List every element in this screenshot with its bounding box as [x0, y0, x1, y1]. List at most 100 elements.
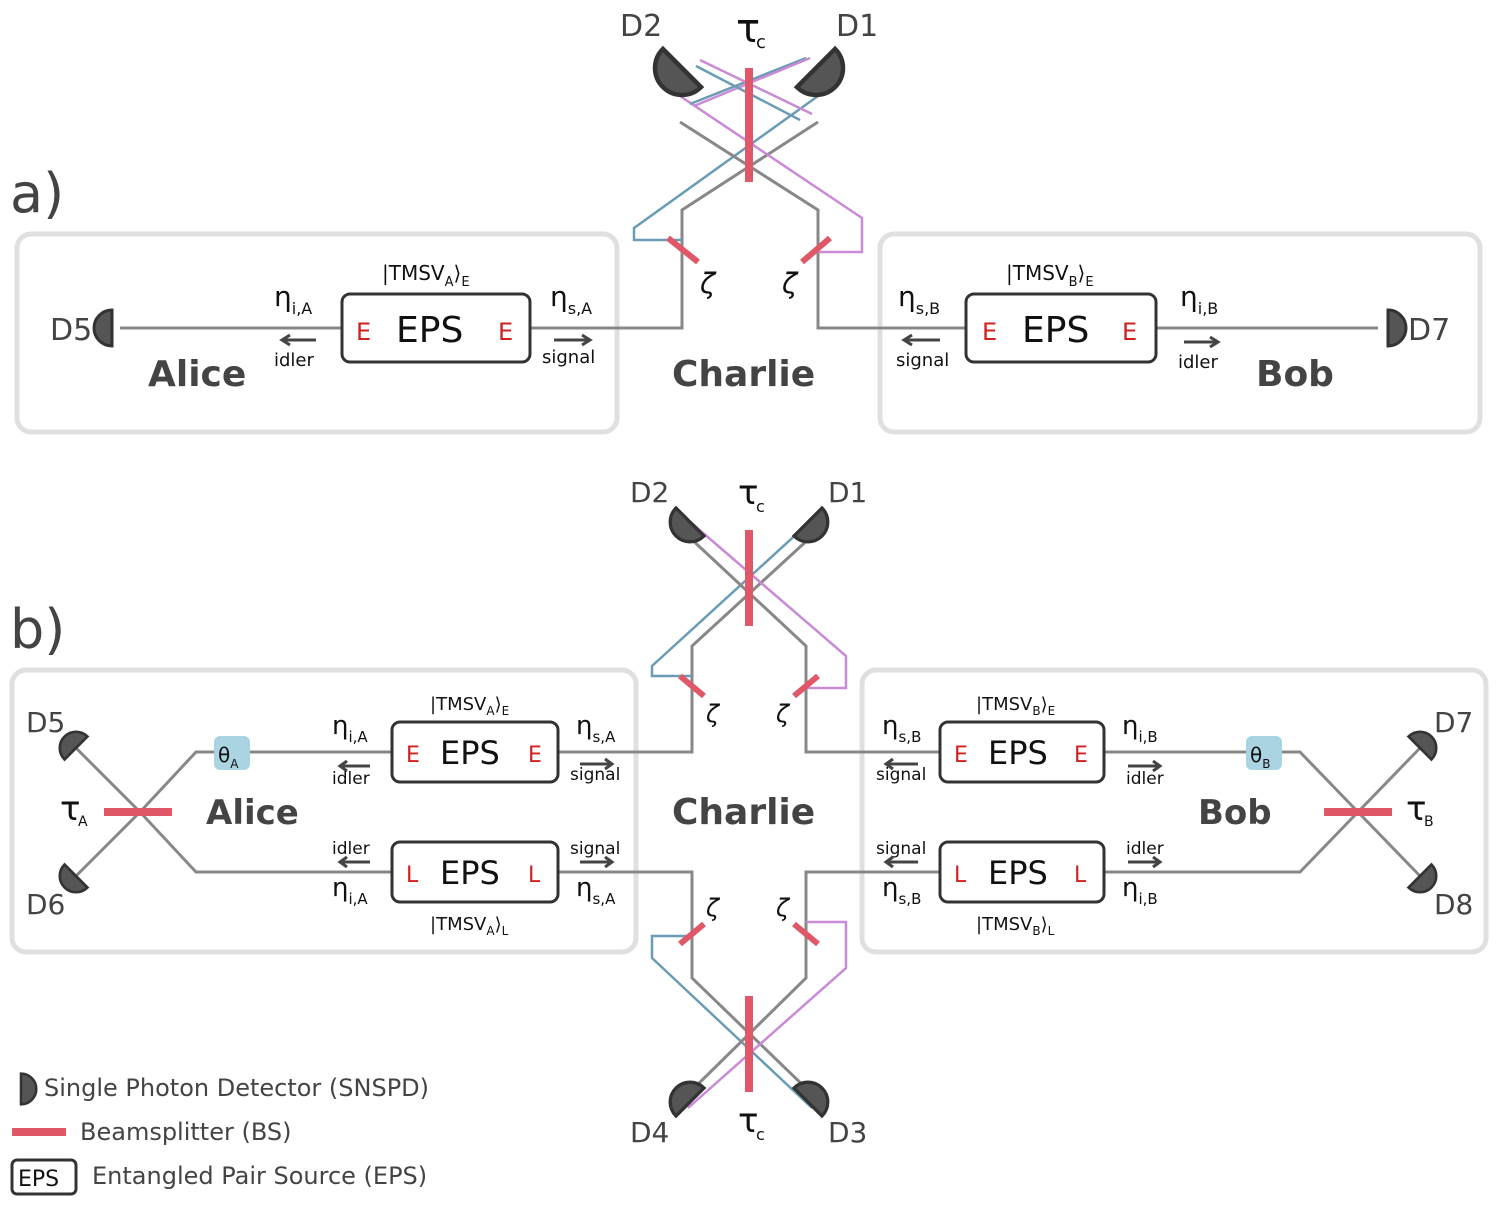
eps-bob-l-mode-right: L [1074, 863, 1087, 888]
idler-bob-a: idler [1178, 352, 1219, 373]
bob-signal-fiber-a [679, 120, 966, 330]
eps-alice-l-mode-left: L [406, 863, 419, 888]
charlie-label-b: Charlie [672, 792, 815, 833]
eps-bob-e-b [938, 720, 1106, 784]
alice-label-b: Alice [206, 793, 299, 833]
eps-bob-e-mode-right: E [1074, 743, 1088, 768]
d1-label-b: D1 [828, 476, 867, 509]
arrow-idler-bob-lower-b [1128, 855, 1163, 869]
eps-bob-l-label: EPS [988, 854, 1048, 892]
alice-reflect-fiber-a [632, 94, 819, 242]
zeta-bs-right-a [800, 235, 832, 265]
eps-bob-a-label: EPS [1022, 310, 1089, 351]
legend-detector-text: Single Photon Detector (SNSPD) [44, 1074, 429, 1102]
zeta-bs-ur-b [792, 673, 820, 699]
zeta-bs-ll-b [678, 921, 706, 947]
eps-alice-l-mode-right: L [528, 863, 541, 888]
tau-a-b: τ [60, 789, 80, 829]
tau-c-lower-b: τ [738, 1101, 758, 1141]
d6-label-b: D6 [26, 888, 65, 921]
eps-alice-a-mode-right: E [498, 318, 513, 346]
d5-label-a: D5 [50, 313, 92, 348]
zeta-right-a: ζ [781, 267, 799, 300]
legend-eps-text: Entangled Pair Source (EPS) [92, 1162, 427, 1190]
zeta-lr-b: ζ [775, 894, 791, 922]
legend-eps-icon [10, 1158, 78, 1196]
d7-label-b: D7 [1434, 706, 1473, 739]
arrow-idler-alice-upper-b [337, 759, 370, 773]
idler-alice-lower-b: idler [332, 839, 370, 859]
panel-b-label: b) [10, 598, 65, 661]
tmsv-alice-l-b: |TMSVA⟩L [430, 914, 509, 938]
eps-alice-a-mode-left: E [356, 318, 371, 346]
eta-iA-upper-b: ηi,A [332, 711, 368, 746]
arrow-idler-alice-a [279, 333, 316, 347]
signal-alice-upper-b: signal [570, 765, 620, 785]
theta-a-label: θA [218, 743, 239, 771]
panel-a-label: a) [10, 162, 64, 225]
idler-bob-lower-b: idler [1126, 839, 1164, 859]
tau-a-sub-b: A [78, 814, 88, 830]
tau-c-sub-a: c [756, 32, 766, 53]
signal-bob-a: signal [896, 350, 949, 371]
detector-d7-a [1386, 308, 1408, 348]
arrow-idler-alice-lower-b [337, 855, 370, 869]
d1-label-a: D1 [836, 9, 878, 44]
zeta-left-a: ζ [699, 267, 717, 300]
eta-iA-lower-b: ηi,A [332, 873, 368, 908]
tmsv-bob-e-b: |TMSVB⟩E [976, 694, 1055, 718]
eps-alice-a [340, 292, 532, 364]
tau-b-sub-b: B [1424, 814, 1434, 830]
bob-e-signal-fiber-b [686, 534, 940, 754]
tmsv-alice-a: |TMSVA⟩E [382, 261, 470, 290]
eps-bob-e-mode-left: E [954, 743, 968, 768]
alice-box-a [14, 231, 620, 435]
eps-alice-e-mode-left: E [406, 743, 420, 768]
bob-box-a [877, 231, 1483, 435]
alice-box-b [9, 667, 639, 955]
idler-alice-upper-b: idler [332, 769, 370, 789]
alice-upper-fiber-b [74, 746, 392, 815]
idler-bob-upper-b: idler [1126, 769, 1164, 789]
bob-e-reflect-fiber-b [687, 519, 848, 690]
eps-alice-e-mode-right: E [528, 743, 542, 768]
eps-bob-l-mode-left: L [954, 863, 967, 888]
tmsv-alice-e-b: |TMSVA⟩E [430, 694, 509, 718]
d3-label-b: D3 [828, 1116, 867, 1149]
fiber-d1-purple-a [699, 58, 813, 116]
idler-alice-a: idler [274, 350, 315, 371]
eps-alice-e-label: EPS [440, 734, 500, 772]
tau-c-upper-b: τ [738, 473, 758, 513]
eta-sB-a: ηs,B [898, 280, 940, 318]
arrow-signal-alice-a [554, 333, 593, 347]
arrow-signal-bob-lower-b [883, 855, 918, 869]
eps-alice-l-label: EPS [440, 854, 500, 892]
d4-label-b: D4 [630, 1116, 669, 1149]
d8-label-b: D8 [1434, 888, 1473, 921]
eta-sA-a: ηs,A [550, 280, 592, 318]
alice-e-reflect-fiber-b [650, 519, 813, 678]
detector-d4-b [660, 1072, 706, 1118]
alice-label-a: Alice [148, 354, 246, 395]
arrow-signal-bob-a [901, 333, 940, 347]
alice-l-reflect-fiber-b [650, 934, 813, 1109]
theta-a-box [214, 736, 250, 770]
detector-d5-a [92, 308, 114, 348]
eps-alice-e-b [390, 720, 560, 784]
theta-b-box [1246, 736, 1282, 770]
bob-upper-fiber-b [1104, 746, 1422, 815]
detector-d3-b [792, 1072, 838, 1118]
eps-bob-e-label: EPS [988, 734, 1048, 772]
eta-sB-upper-b: ηs,B [882, 711, 921, 746]
arrow-signal-bob-upper-b [883, 757, 918, 771]
eps-alice-l-b [390, 840, 560, 904]
detector-d2-a [644, 49, 701, 106]
detector-d1-b [792, 506, 838, 552]
theta-b-label: θB [1250, 743, 1270, 771]
eps-bob-a-mode-right: E [1122, 318, 1137, 346]
d2-label-a: D2 [620, 9, 662, 44]
eta-sA-upper-b: ηs,A [576, 711, 616, 746]
eta-iB-upper-b: ηi,B [1122, 711, 1158, 746]
eps-alice-a-label: EPS [396, 310, 463, 351]
